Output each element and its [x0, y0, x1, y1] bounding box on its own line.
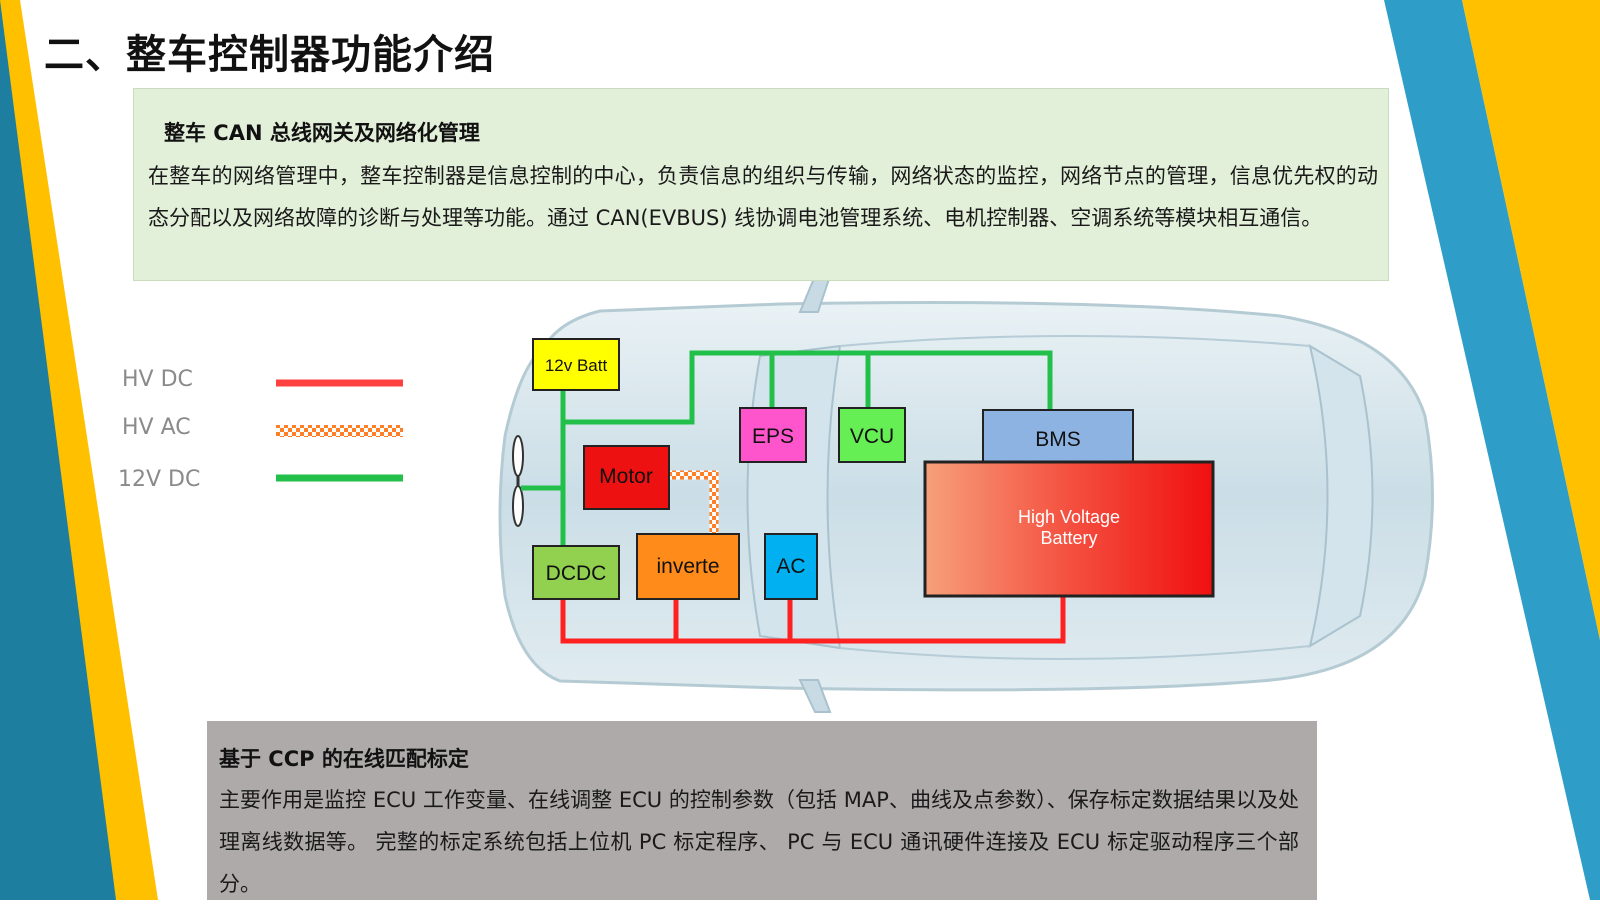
- ccp-calibration-box: 基于 CCP 的在线匹配标定 主要作用是监控 ECU 工作变量、在线调整 ECU…: [207, 721, 1317, 900]
- left-teal-band: [0, 0, 116, 900]
- car-roof-line-top: [839, 335, 1311, 347]
- node-vcu-label: VCU: [850, 425, 894, 448]
- can-gateway-heading: 整车 CAN 总线网关及网络化管理: [164, 121, 480, 145]
- node-hv-battery: High Voltage Battery: [923, 460, 1215, 598]
- mirror-top: [798, 276, 832, 313]
- right-blue-band: [1384, 0, 1600, 900]
- node-ac: AC: [764, 533, 818, 600]
- legend-line-hv-ac: [276, 425, 403, 437]
- vehicle-architecture-diagram: HV DC HV AC 12V DC 12v Batt EPS: [118, 276, 1434, 713]
- right-yellow-band: [1462, 0, 1600, 640]
- wiring-12v-dc: [521, 350, 1053, 546]
- legend-label-12v-dc: 12V DC: [118, 467, 200, 492]
- node-bms: BMS: [982, 409, 1134, 467]
- can-gateway-box: 整车 CAN 总线网关及网络化管理 在整车的网络管理中，整车控制器是信息控制的中…: [133, 88, 1389, 281]
- ccp-calibration-body: 主要作用是监控 ECU 工作变量、在线调整 ECU 的控制参数（包括 MAP、曲…: [219, 788, 1299, 896]
- node-ac-label: AC: [776, 555, 805, 578]
- node-vcu: VCU: [838, 407, 906, 463]
- node-eps-label: EPS: [752, 425, 794, 448]
- legend-label-hv-ac: HV AC: [122, 415, 191, 440]
- node-dcdc-label: DCDC: [546, 562, 607, 585]
- node-bms-label: BMS: [1035, 428, 1081, 451]
- page-title: 二、整车控制器功能介绍: [44, 32, 495, 78]
- node-12v-batt: 12v Batt: [532, 338, 620, 391]
- node-motor-label: Motor: [599, 465, 653, 488]
- node-inverter: inverte: [636, 533, 740, 600]
- node-dcdc: DCDC: [532, 545, 620, 600]
- legend: HV DC HV AC 12V DC: [118, 367, 403, 492]
- car-roof-line-bottom: [839, 645, 1311, 660]
- can-gateway-body: 在整车的网络管理中，整车控制器是信息控制的中心，负责信息的组织与传输，网络状态的…: [148, 164, 1378, 230]
- node-eps: EPS: [739, 407, 807, 463]
- node-hv-battery-label-1: High Voltage: [1018, 507, 1120, 527]
- wiring-hv-dc: [560, 596, 1066, 644]
- node-motor: Motor: [583, 445, 670, 510]
- node-hv-battery-label-2: Battery: [1040, 528, 1097, 548]
- cooling-fan-icon: [512, 435, 524, 527]
- car-windshield: [746, 344, 842, 650]
- wiring-hv-ac: [668, 470, 719, 534]
- mirror-bottom: [798, 679, 832, 713]
- node-inverter-label: inverte: [656, 555, 719, 578]
- ccp-calibration-heading: 基于 CCP 的在线匹配标定: [219, 747, 469, 771]
- node-12v-batt-label: 12v Batt: [545, 356, 608, 375]
- legend-label-hv-dc: HV DC: [122, 367, 193, 392]
